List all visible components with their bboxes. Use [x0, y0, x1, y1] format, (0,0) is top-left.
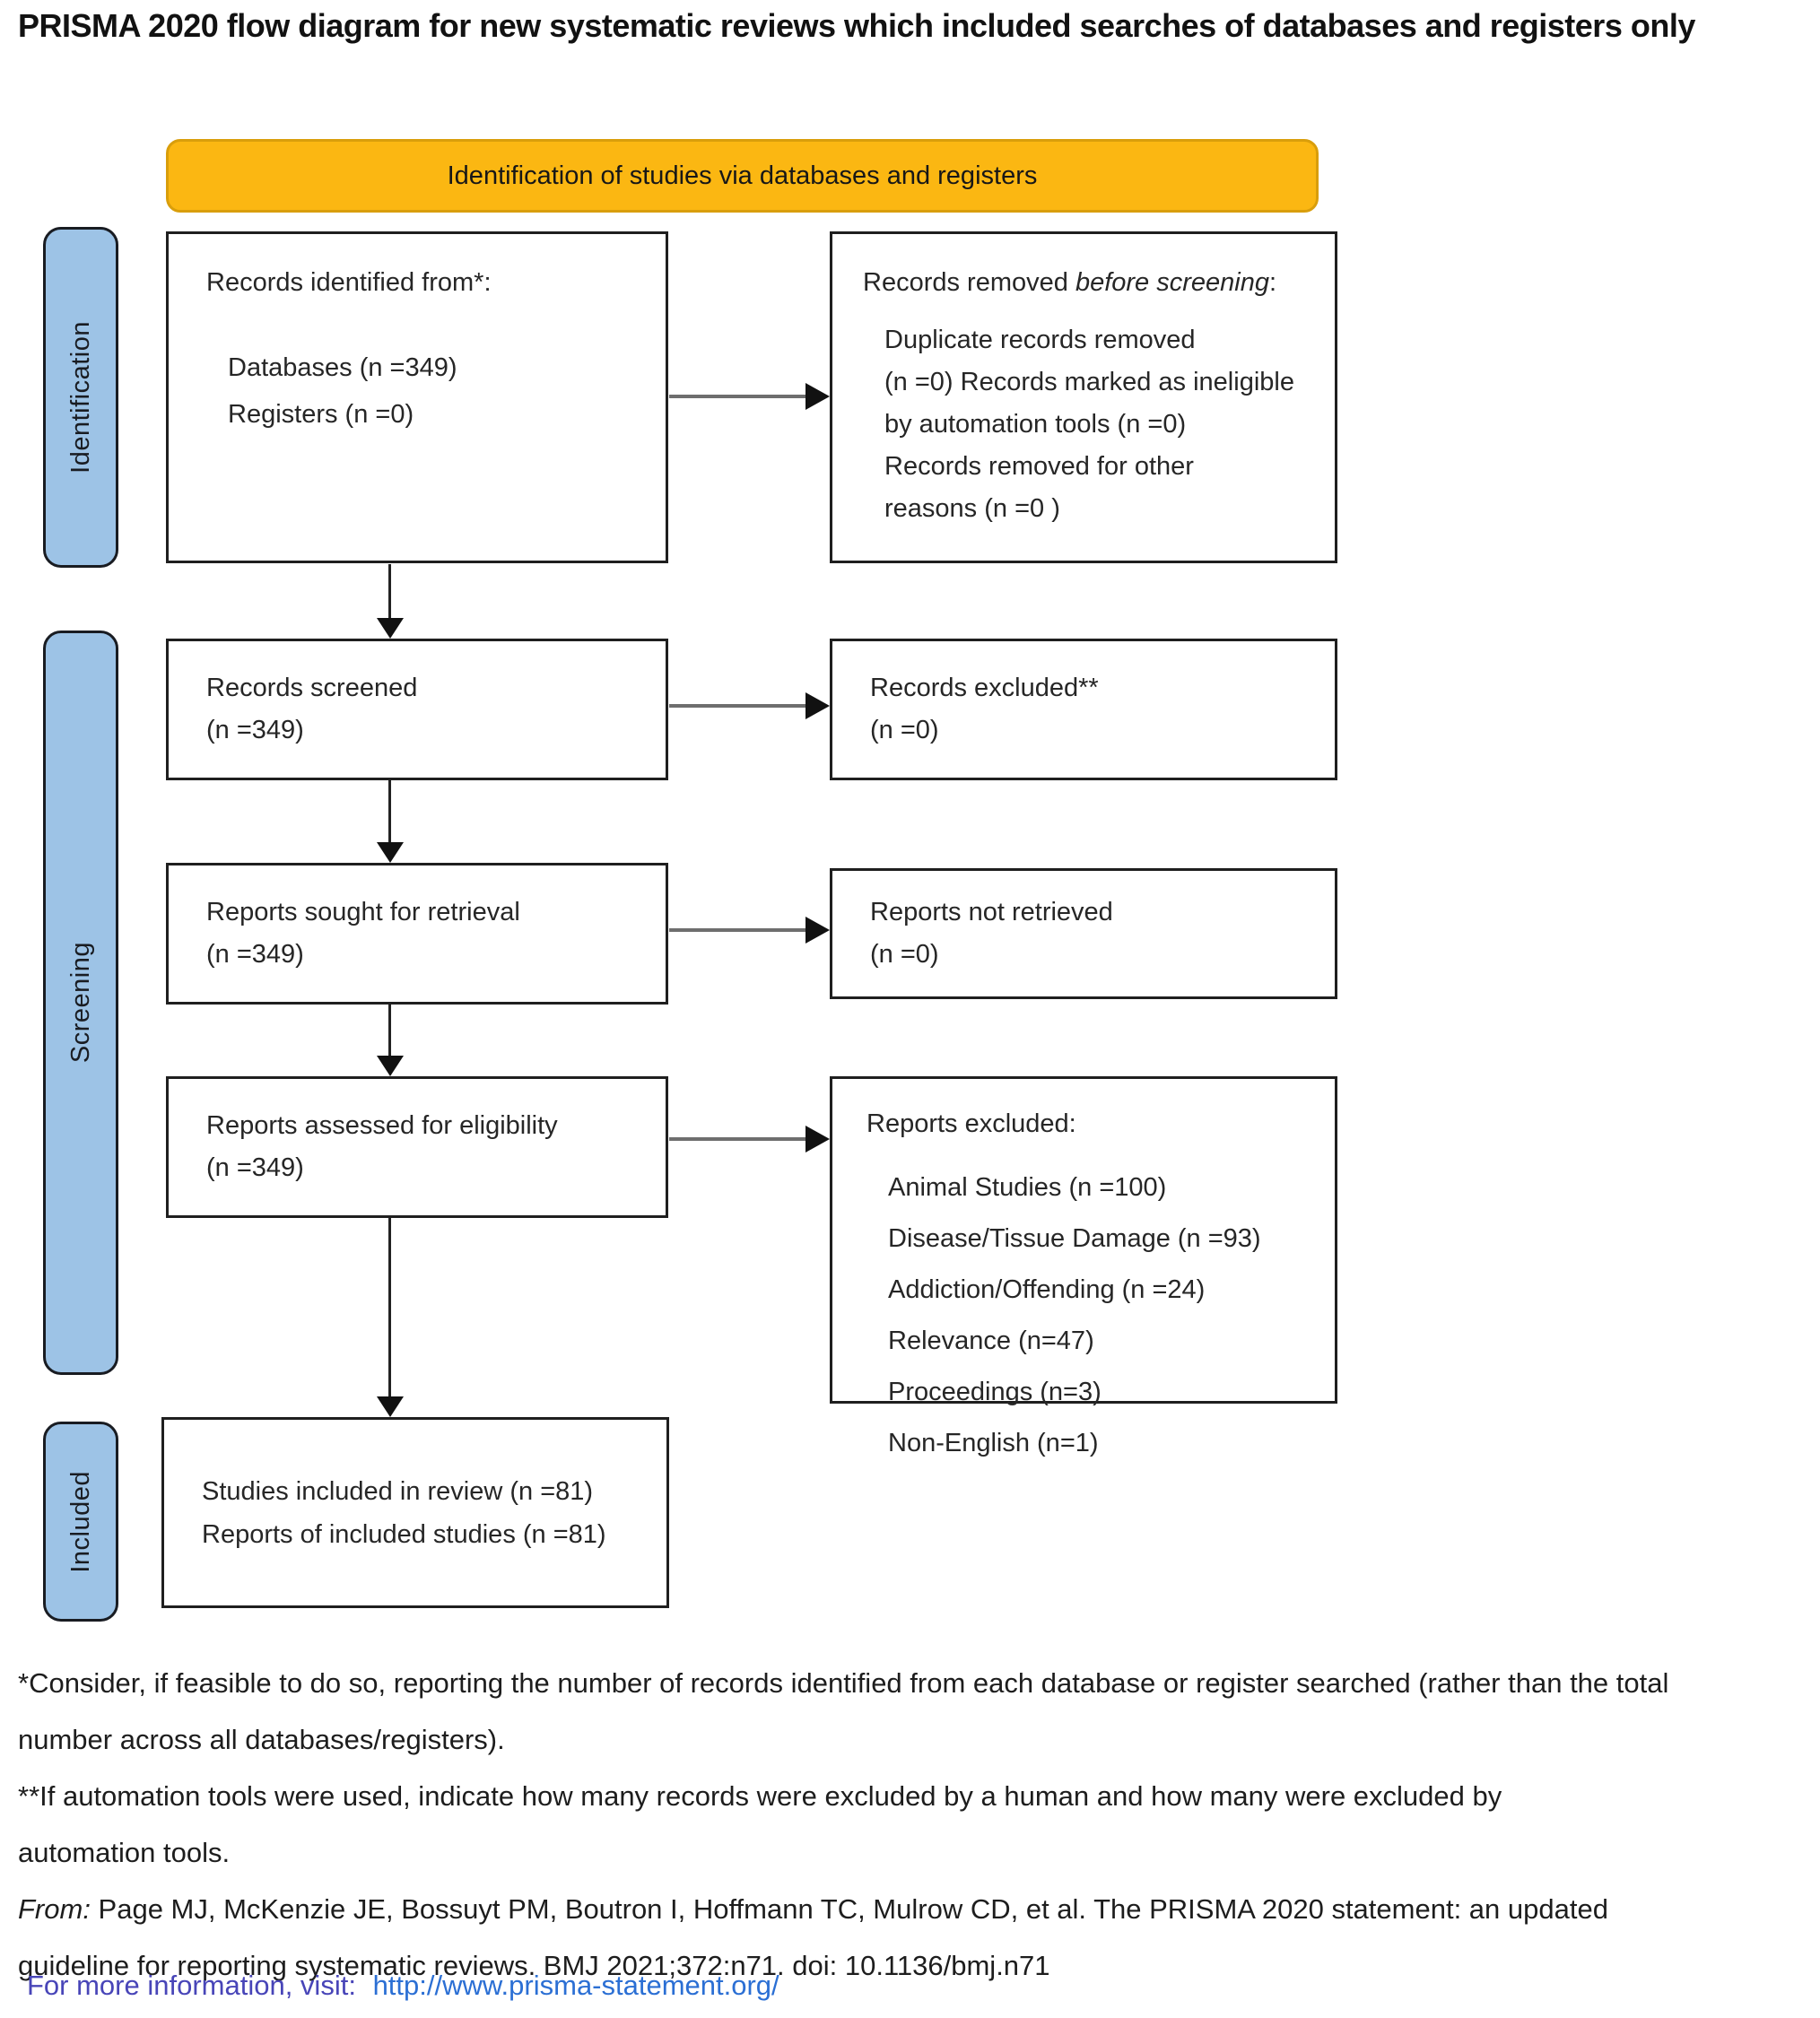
arrow-shaft — [388, 564, 391, 618]
arrow-head-icon — [377, 618, 404, 639]
arrow-head-icon — [377, 1056, 404, 1076]
banner-identification-via-databases: Identification of studies via databases … — [166, 139, 1319, 213]
removed-line: (n =0) Records marked as ineligible — [884, 368, 1294, 396]
arrow-head-icon — [377, 842, 404, 863]
arrow-shaft — [669, 395, 806, 398]
footnote-line: automation tools. — [18, 1837, 231, 1868]
box-records-screened: Records screened (n =349) — [166, 639, 668, 780]
stage-bar-included: Included — [43, 1422, 118, 1622]
removed-line: Duplicate records removed — [884, 326, 1196, 354]
exclusion-reason: Non-English (n=1) — [888, 1429, 1099, 1457]
arrow-assessed-to-included — [377, 1218, 404, 1417]
removed-line: Records removed for other — [884, 452, 1194, 481]
reports-excluded-heading: Reports excluded: — [866, 1109, 1076, 1138]
arrow-shaft — [388, 1218, 391, 1396]
exclusion-reason: Proceedings (n=3) — [888, 1378, 1102, 1406]
removed-line: reasons (n =0 ) — [884, 494, 1060, 523]
stage-label-screening: Screening — [65, 942, 95, 1064]
arrow-sought-to-assessed — [377, 1005, 404, 1076]
reports-assessed-count: (n =349) — [206, 1153, 304, 1182]
arrow-shaft — [669, 928, 806, 932]
prisma-statement-link[interactable]: http://www.prisma-statement.org/ — [372, 1970, 779, 2001]
citation-line: guideline for reporting systematic revie… — [18, 1950, 1050, 1981]
exclusion-reason: Relevance (n=47) — [888, 1326, 1094, 1355]
citation-line: From: Page MJ, McKenzie JE, Bossuyt PM, … — [18, 1893, 1608, 1925]
arrow-head-icon — [377, 1396, 404, 1417]
reports-sought-count: (n =349) — [206, 940, 304, 969]
stage-label-included: Included — [65, 1470, 95, 1573]
records-identified-databases: Databases (n =349) — [228, 353, 457, 382]
footnote-line: *Consider, if feasible to do so, reporti… — [18, 1667, 1669, 1699]
removed-line: by automation tools (n =0) — [884, 410, 1187, 439]
exclusion-reason: Addiction/Offending (n =24) — [888, 1275, 1206, 1304]
arrow-shaft — [669, 1137, 806, 1141]
box-reports-sought: Reports sought for retrieval (n =349) — [166, 863, 668, 1005]
banner-label: Identification of studies via databases … — [447, 161, 1038, 190]
page-title: PRISMA 2020 flow diagram for new systema… — [18, 7, 1695, 44]
exclusion-reason: Disease/Tissue Damage (n =93) — [888, 1224, 1261, 1253]
reports-assessed-label: Reports assessed for eligibility — [206, 1111, 558, 1140]
arrow-screened-to-sought — [377, 780, 404, 863]
arrow-identified-to-removed — [669, 383, 830, 410]
box-records-removed-before-screening: Records removed before screening: Duplic… — [830, 231, 1337, 563]
stage-bar-identification: Identification — [43, 227, 118, 568]
box-reports-excluded-reasons: Reports excluded: Animal Studies (n =100… — [830, 1076, 1337, 1457]
reports-sought-label: Reports sought for retrieval — [206, 898, 520, 926]
reports-not-retrieved-count: (n =0) — [870, 940, 939, 969]
records-excluded-label: Records excluded** — [870, 674, 1099, 702]
records-screened-label: Records screened — [206, 674, 418, 702]
arrow-head-icon — [806, 692, 830, 719]
footer-link-label: For more information, visit: — [27, 1970, 356, 2001]
arrow-assessed-to-reports-excluded — [669, 1126, 830, 1153]
stage-bar-screening: Screening — [43, 631, 118, 1375]
reports-not-retrieved-label: Reports not retrieved — [870, 898, 1113, 926]
arrow-screened-to-excluded — [669, 692, 830, 719]
box-records-identified: Records identified from*: Databases (n =… — [166, 231, 668, 563]
box-studies-included: Studies included in review (n =81) Repor… — [161, 1417, 669, 1608]
exclusion-reason: Animal Studies (n =100) — [888, 1173, 1167, 1202]
box-records-excluded: Records excluded** (n =0) — [830, 639, 1337, 780]
footer-link-line: For more information, visit: http://www.… — [27, 1970, 779, 2002]
footnote-line: number across all databases/registers). — [18, 1724, 505, 1755]
arrow-shaft — [388, 1005, 391, 1056]
arrow-shaft — [388, 780, 391, 842]
arrow-head-icon — [806, 1126, 830, 1153]
records-excluded-count: (n =0) — [870, 716, 939, 744]
arrow-head-icon — [806, 383, 830, 410]
records-screened-count: (n =349) — [206, 716, 304, 744]
footnote-line: **If automation tools were used, indicat… — [18, 1780, 1502, 1812]
arrow-head-icon — [806, 917, 830, 944]
stage-label-identification: Identification — [65, 321, 95, 474]
box-reports-not-retrieved: Reports not retrieved (n =0) — [830, 868, 1337, 999]
studies-included-line: Reports of included studies (n =81) — [202, 1519, 606, 1549]
arrow-sought-to-not-retrieved — [669, 917, 830, 944]
footnotes: *Consider, if feasible to do so, reporti… — [18, 1655, 1812, 1994]
arrow-shaft — [669, 704, 806, 708]
studies-included-line: Studies included in review (n =81) — [202, 1476, 594, 1506]
box-reports-assessed: Reports assessed for eligibility (n =349… — [166, 1076, 668, 1218]
box-records-removed-heading: Records removed before screening: — [863, 268, 1277, 297]
box-records-identified-heading: Records identified from*: — [206, 268, 492, 297]
arrow-identified-to-screened — [377, 564, 404, 639]
records-identified-registers: Registers (n =0) — [228, 400, 414, 429]
